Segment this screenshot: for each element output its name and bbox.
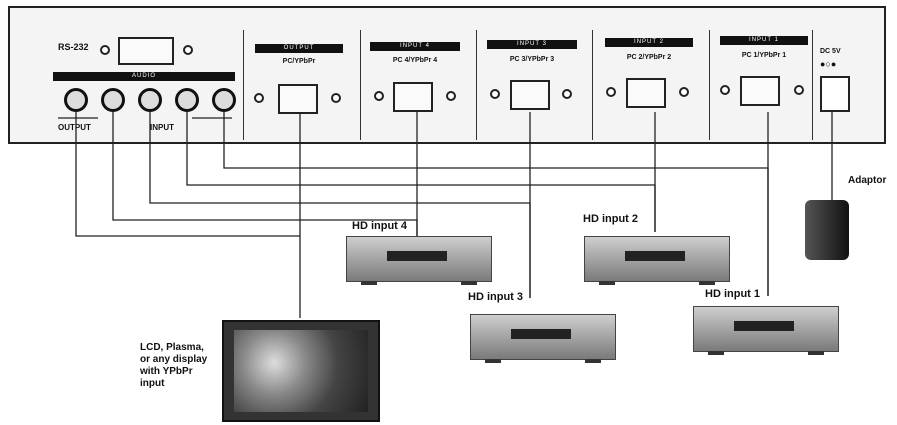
display-label-line: with YPbPr: [140, 366, 193, 377]
rs232-screw-right: [183, 45, 193, 55]
audio-input-jack-4: [101, 88, 125, 112]
port-screw: [794, 85, 804, 95]
dc-polarity-icon: ●○●: [820, 59, 837, 69]
hd-player-2: [584, 236, 730, 285]
port-screw: [679, 87, 689, 97]
divider: [812, 30, 813, 140]
wire-audio-4: [112, 112, 418, 236]
port-sublabel: PC 2/YPbPr 2: [626, 54, 672, 61]
rs232-label: RS-232: [58, 42, 89, 52]
audio-output-label: OUTPUT: [58, 123, 91, 132]
vga-connector: [626, 78, 666, 108]
display-label-line: input: [140, 378, 165, 389]
port-screw: [720, 85, 730, 95]
port-header: INPUT 4: [370, 42, 460, 51]
adaptor-label: Adaptor: [848, 175, 887, 186]
port-sublabel: PC 3/YPbPr 3: [509, 56, 555, 63]
divider: [709, 30, 710, 140]
display-label: LCD, Plasma, or any display with YPbPr i…: [140, 342, 207, 390]
hd-player-3: [470, 314, 616, 363]
display-label-line: LCD, Plasma,: [140, 342, 204, 353]
hd-input-1-label: HD input 1: [705, 288, 760, 300]
port-screw: [562, 89, 572, 99]
port-sublabel: PC/YPbPr: [282, 58, 316, 65]
divider: [360, 30, 361, 140]
port-header: INPUT 2: [605, 38, 693, 47]
port-header: INPUT 1: [720, 36, 808, 45]
divider: [243, 30, 244, 140]
vga-connector: [740, 76, 780, 106]
audio-input-label: INPUT: [150, 123, 174, 132]
audio-input-jack-2: [175, 88, 199, 112]
port-header: INPUT 3: [487, 40, 577, 49]
port-screw: [490, 89, 500, 99]
hd-player-4: [346, 236, 492, 285]
audio-output-jack: [64, 88, 88, 112]
port-screw: [446, 91, 456, 101]
port-sublabel: PC 1/YPbPr 1: [741, 52, 787, 59]
port-screw: [331, 93, 341, 103]
dc-power-jack: [820, 76, 850, 112]
vga-connector: [510, 80, 550, 110]
divider: [592, 30, 593, 140]
audio-header: AUDIO: [53, 72, 235, 81]
rs232-screw-left: [100, 45, 110, 55]
divider: [476, 30, 477, 140]
power-adaptor: [805, 200, 849, 260]
port-sublabel: PC 4/YPbPr 4: [392, 57, 438, 64]
hd-input-3-label: HD input 3: [468, 291, 523, 303]
port-screw: [254, 93, 264, 103]
vga-connector: [278, 84, 318, 114]
display-label-line: or any display: [140, 354, 208, 365]
hd-input-2-label: HD input 2: [583, 213, 638, 225]
port-header: OUTPUT: [255, 44, 343, 53]
hd-player-1: [693, 306, 839, 355]
port-screw: [606, 87, 616, 97]
display-tv: [222, 320, 380, 422]
port-screw: [374, 91, 384, 101]
rs232-port: [118, 37, 174, 65]
audio-input-jack-1: [212, 88, 236, 112]
wire-audio-output: [75, 112, 300, 237]
dc-label: DC 5V: [820, 48, 841, 55]
audio-input-jack-3: [138, 88, 162, 112]
hd-input-4-label: HD input 4: [352, 220, 407, 232]
vga-connector: [393, 82, 433, 112]
